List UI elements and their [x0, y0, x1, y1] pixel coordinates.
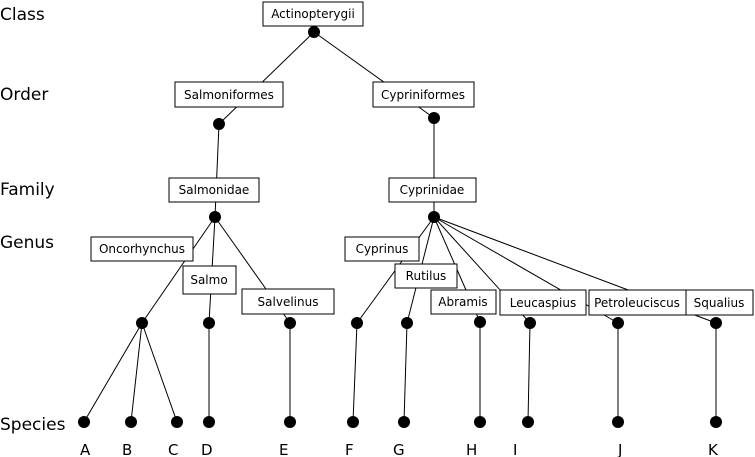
node-dot-salmo — [203, 317, 215, 329]
edge-cyprinidae-petroleuciscus — [433, 216, 619, 324]
species-dot-g — [398, 416, 410, 428]
species-label-h: H — [466, 441, 477, 457]
taxon-label-leucaspius: Leucaspius — [510, 296, 576, 310]
taxon-box-oncorhynchus: Oncorhynchus — [90, 236, 194, 262]
species-label-d: D — [201, 441, 213, 457]
taxon-label-abramis: Abramis — [438, 295, 487, 309]
species-dot-e — [284, 416, 296, 428]
node-dot-cyprinus — [351, 317, 363, 329]
node-dot-squalius — [710, 317, 722, 329]
species-label-j: J — [617, 441, 622, 457]
node-dot-cypriniformes — [428, 112, 440, 124]
edge-cyprinus-f — [352, 322, 358, 423]
species-dot-h — [474, 416, 486, 428]
node-dot-oncorhynchus — [136, 317, 148, 329]
species-label-g: G — [393, 441, 405, 457]
node-dot-salmoniformes — [213, 118, 225, 130]
species-dot-a — [78, 416, 90, 428]
taxon-box-squalius: Squalius — [685, 289, 754, 316]
species-dot-j — [612, 416, 624, 428]
species-dot-b — [125, 416, 137, 428]
taxon-label-salmoniformes: Salmoniformes — [184, 88, 274, 102]
species-dot-i — [522, 416, 534, 428]
rank-label-species: Species — [0, 415, 66, 435]
taxon-box-cyprinus: Cyprinus — [344, 236, 420, 262]
taxon-box-salvelinus: Salvelinus — [241, 288, 335, 315]
taxon-label-actinopterygii: Actinopterygii — [271, 7, 355, 21]
edge-rutilus-g — [403, 322, 408, 423]
species-label-c: C — [168, 441, 178, 457]
species-dot-k — [710, 416, 722, 428]
species-dot-c — [171, 416, 183, 428]
node-dot-salmonidae — [209, 211, 221, 223]
species-label-a: A — [80, 441, 91, 457]
node-dot-abramis — [474, 316, 486, 328]
species-label-e: E — [279, 441, 288, 457]
edge-salmonidae-oncorhynchus — [141, 216, 216, 324]
edge-salmoniformes-salmonidae — [214, 123, 220, 218]
species-label-f: F — [345, 441, 354, 457]
edge-oncorhynchus-a — [83, 322, 143, 423]
taxon-label-salmo: Salmo — [190, 273, 227, 287]
taxon-label-rutilus: Rutilus — [406, 269, 447, 283]
taxon-label-salvelinus: Salvelinus — [258, 295, 319, 309]
taxon-box-actinopterygii: Actinopterygii — [262, 1, 364, 27]
node-dot-cyprinidae — [428, 211, 440, 223]
taxon-box-rutilus: Rutilus — [394, 263, 458, 289]
taxon-box-salmonidae: Salmonidae — [168, 177, 260, 203]
taxon-box-cypriniformes: Cypriniformes — [372, 81, 475, 108]
node-dot-leucaspius — [524, 317, 536, 329]
species-dot-d — [203, 416, 215, 428]
rank-label-class: Class — [0, 5, 45, 25]
node-dot-class — [308, 26, 320, 38]
node-dots — [136, 26, 722, 329]
species-label-b: B — [122, 441, 132, 457]
taxon-label-petroleuciscus: Petroleuciscus — [594, 296, 680, 310]
taxon-label-cyprinus: Cyprinus — [356, 242, 409, 256]
species-label-k: K — [708, 441, 719, 457]
species-label-i: I — [513, 441, 517, 457]
edge-leucaspius-i — [527, 322, 531, 423]
taxon-box-cyprinidae: Cyprinidae — [388, 177, 477, 203]
node-dot-rutilus — [401, 317, 413, 329]
taxon-box-abramis: Abramis — [430, 289, 497, 315]
taxon-box-leucaspius: Leucaspius — [499, 289, 587, 316]
taxon-box-petroleuciscus: Petroleuciscus — [588, 289, 687, 316]
node-dot-petroleuciscus — [612, 317, 624, 329]
taxon-label-oncorhynchus: Oncorhynchus — [99, 242, 185, 256]
edge-oncorhynchus-b — [130, 322, 143, 423]
rank-label-family: Family — [0, 180, 55, 200]
rank-label-order: Order — [0, 85, 48, 105]
node-dot-salvelinus — [284, 317, 296, 329]
taxon-label-squalius: Squalius — [694, 296, 745, 310]
taxon-box-salmo: Salmo — [182, 265, 237, 295]
rank-label-genus: Genus — [0, 233, 54, 253]
species-dots — [78, 416, 722, 428]
taxon-box-salmoniformes: Salmoniformes — [174, 81, 284, 108]
taxon-label-cyprinidae: Cyprinidae — [400, 183, 465, 197]
species-labels: A B C D E F G H I J K — [80, 441, 719, 457]
taxon-label-salmonidae: Salmonidae — [179, 183, 250, 197]
taxon-label-cypriniformes: Cypriniformes — [381, 88, 465, 102]
species-dot-f — [347, 416, 359, 428]
edge-actinopterygii-salmoniformes — [218, 31, 315, 125]
edge-oncorhynchus-c — [141, 322, 178, 423]
